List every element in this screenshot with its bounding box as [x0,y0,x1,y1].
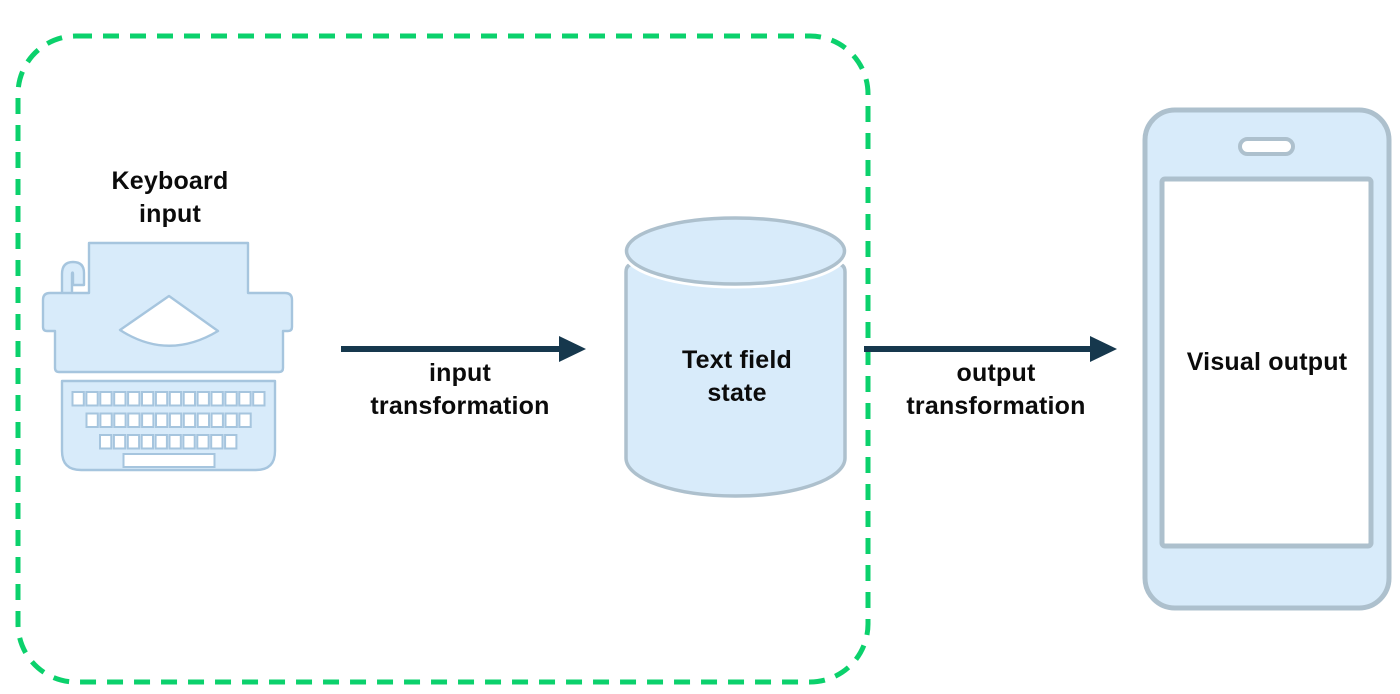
typewriter-key [85,412,99,428]
cylinder-lid [624,216,847,286]
typewriter-key [196,434,210,450]
typewriter-key [155,412,169,428]
keyboard-keys [71,391,266,450]
typewriter-key [196,412,210,428]
typewriter-key [71,391,85,407]
typewriter-icon [41,241,294,472]
text-field-state-label: Text field state [682,346,792,407]
typewriter-key [224,434,238,450]
typewriter-key [182,412,197,428]
typewriter-key [210,391,224,407]
typewriter-key [126,434,141,450]
typewriter-key [127,391,141,407]
typewriter-key [113,412,127,428]
typewriter-key [154,391,169,407]
typewriter-key [168,412,183,428]
typewriter-key [210,434,224,450]
phone-speaker-slot [1238,137,1295,156]
typewriter-key [113,391,127,407]
typewriter-lever [60,260,86,300]
output-arrow-head [1090,336,1117,362]
typewriter-key [140,434,154,450]
typewriter-key [196,391,210,407]
smartphone-icon [1142,107,1392,611]
phone-screen [1159,176,1374,549]
typewriter-key [252,391,266,407]
typewriter-key [224,391,238,407]
typewriter-key [99,391,113,407]
typewriter-key [238,391,252,407]
typewriter-key [182,391,196,407]
typewriter-spacebar [122,453,216,468]
typewriter-paper-fan [118,294,220,347]
output-transformation-label: output transformation [906,359,1086,420]
typewriter-key [154,434,168,450]
output-arrow-icon [864,336,1117,362]
database-cylinder-icon [622,213,849,498]
dashed-boundary-box [15,33,871,685]
typewriter-key [141,412,155,428]
typewriter-key [182,434,196,450]
typewriter-key [85,391,99,407]
typewriter-key [224,412,238,428]
input-arrow-icon [341,336,586,362]
input-arrow-head [559,336,586,362]
typewriter-key [168,391,183,407]
typewriter-key [210,412,224,428]
typewriter-key [99,434,113,450]
typewriter-key [127,412,141,428]
visual-output-label: Visual output [1186,348,1348,376]
typewriter-key [238,412,252,428]
typewriter-key [168,434,182,450]
keyboard-input-label: Keyboard input [111,167,229,228]
input-transformation-label: input transformation [370,359,550,420]
typewriter-key [141,391,155,407]
typewriter-key [99,412,113,428]
typewriter-key [112,434,127,450]
